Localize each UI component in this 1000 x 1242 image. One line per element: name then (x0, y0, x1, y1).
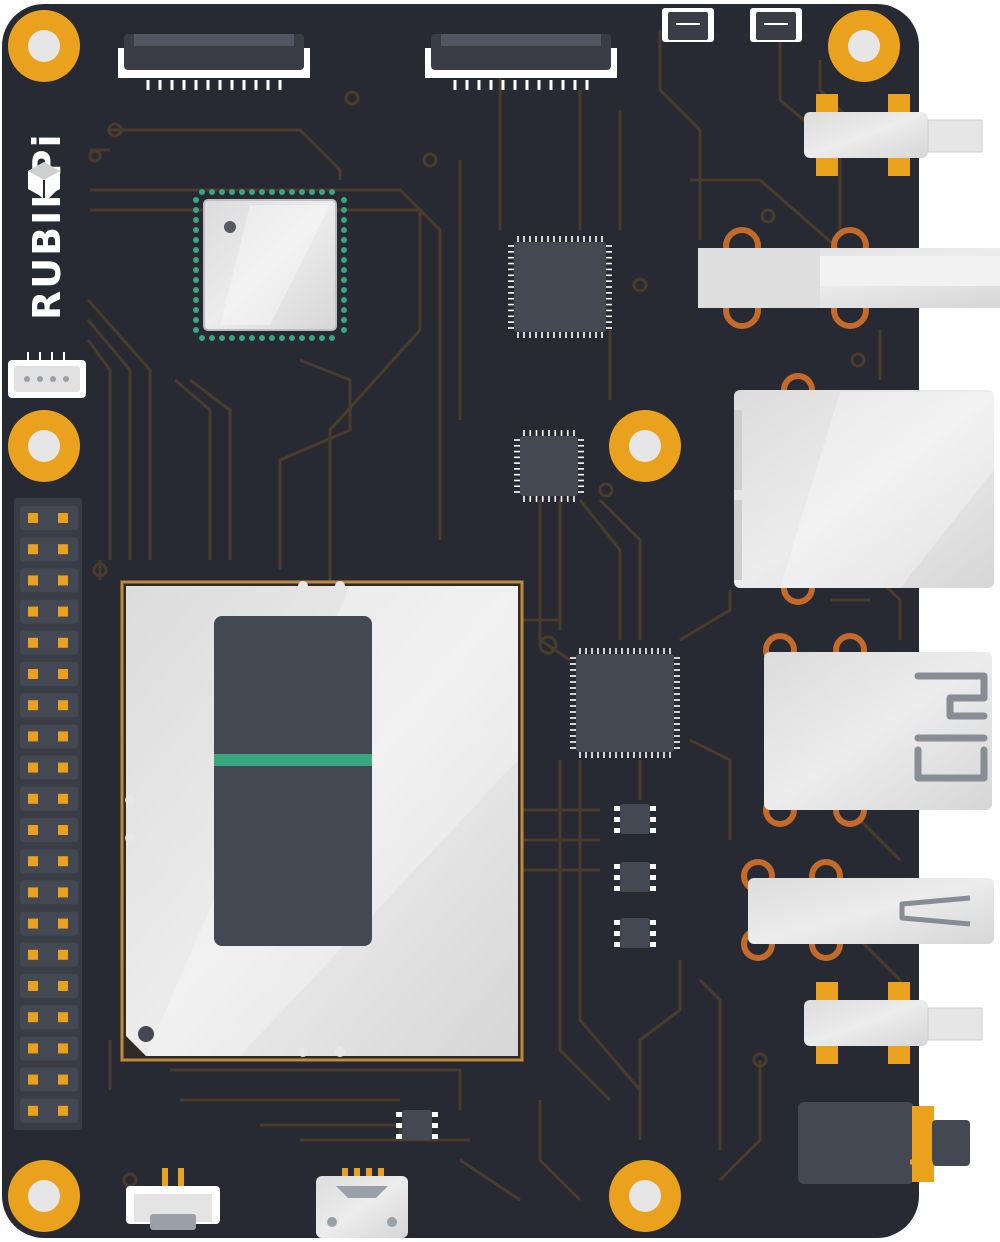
usb-c-port-bottom (804, 982, 983, 1064)
gpio-pin (58, 1012, 68, 1023)
gpio-pin (58, 856, 68, 867)
gpio-pin (58, 1043, 68, 1054)
rubik-pi-logo: RUBIKPi (25, 132, 69, 320)
gpio-pin (58, 1074, 68, 1085)
wifi-module (193, 189, 347, 341)
gpio-pin (28, 981, 38, 991)
soic-chip-3 (614, 918, 656, 948)
hdmi-port (698, 227, 1000, 329)
gpio-pin (28, 1012, 38, 1023)
fpc-connector-1 (118, 34, 310, 90)
gpio-pin (58, 700, 68, 711)
tactile-button-2 (750, 8, 802, 42)
gpio-pin (28, 700, 38, 711)
gpio-pin (28, 606, 38, 617)
gpio-pin (58, 669, 68, 679)
usb-c-port-top (804, 94, 983, 176)
gpio-pin (28, 1043, 38, 1054)
gpio-pin (28, 887, 38, 898)
usb-c-icon (899, 895, 971, 927)
gpio-pin (58, 793, 68, 804)
usb-port-small (741, 859, 994, 961)
micro-usb-port (316, 1168, 408, 1238)
mounting-hole-top-right (828, 10, 900, 82)
gpio-pin-row (20, 537, 78, 562)
gpio-pin (28, 856, 38, 867)
gpio-pin (28, 793, 38, 804)
qfp-chip-1 (508, 236, 612, 338)
gpio-pin (28, 1074, 38, 1085)
gpio-pin (58, 575, 68, 586)
gpio-pin-row (20, 1005, 78, 1030)
gpio-pin-row (20, 911, 78, 936)
gpio-pin-row (20, 786, 78, 811)
gpio-pin (28, 949, 38, 960)
gpio-pin (28, 513, 38, 523)
logo-text: RUBIKPi (25, 132, 69, 320)
gpio-pin-row (20, 630, 78, 655)
audio-jack (798, 1102, 970, 1184)
gpio-pin (28, 731, 38, 742)
gpio-pin-row (20, 942, 78, 967)
gpio-pin (58, 825, 68, 835)
gpio-pin (58, 544, 68, 555)
gpio-pin (58, 513, 68, 523)
mounting-hole-left-mid (8, 410, 80, 482)
soic-chip-2 (614, 862, 656, 892)
gpio-pin-row (20, 662, 78, 686)
gpio-pin (28, 762, 38, 773)
gpio-pin-row (20, 693, 78, 718)
usb3-port (763, 633, 992, 827)
usb3-ss-icon (914, 672, 988, 782)
gpio-pin-row (20, 1067, 78, 1092)
gpio-pin (58, 637, 68, 648)
gpio-pin-row (20, 599, 78, 624)
gpio-pin (58, 731, 68, 742)
gpio-pin-row (20, 506, 78, 530)
gpio-header-40pin (14, 498, 82, 1130)
tactile-button-1 (662, 8, 714, 42)
gpio-pin (58, 981, 68, 991)
gpio-pin (28, 544, 38, 555)
gpio-pin (58, 887, 68, 898)
mounting-hole-bottom-left (8, 1160, 80, 1232)
gpio-pin-row (20, 755, 78, 780)
gpio-pin (28, 637, 38, 648)
gpio-pin (58, 1105, 68, 1116)
qfp-chip-2 (514, 430, 584, 502)
gpio-pin (58, 606, 68, 617)
gpio-pin (28, 669, 38, 679)
soic-chip-1 (614, 804, 656, 834)
mounting-hole-top-left (8, 10, 80, 82)
mounting-hole-bottom-center (609, 1160, 681, 1232)
gpio-pin (28, 1105, 38, 1116)
pcb-traces (86, 30, 902, 1202)
soc-module (120, 580, 524, 1062)
gpio-pin-row (20, 1036, 78, 1061)
cube-icon (28, 162, 60, 198)
gpio-pin (58, 949, 68, 960)
gpio-pin-row (20, 849, 78, 874)
fan-connector (8, 352, 86, 398)
gpio-pin-row (20, 818, 78, 842)
gpio-pin-row (20, 974, 78, 998)
mounting-hole-center (609, 410, 681, 482)
gpio-pin (28, 918, 38, 929)
soic-chip-4 (396, 1110, 438, 1140)
gpio-pin (58, 762, 68, 773)
ethernet-port (734, 373, 994, 605)
gpio-pin-row (20, 724, 78, 749)
audio-jack-icon (910, 1121, 934, 1165)
battery-connector (126, 1168, 220, 1230)
gpio-pin (28, 825, 38, 835)
gpio-pin (28, 575, 38, 586)
fpc-connector-2 (425, 34, 617, 90)
gpio-pin-row (20, 1098, 78, 1123)
gpio-pin-row (20, 880, 78, 905)
gpio-pin-row (20, 568, 78, 593)
gpio-pin (58, 918, 68, 929)
qfp-chip-3 (570, 648, 680, 758)
